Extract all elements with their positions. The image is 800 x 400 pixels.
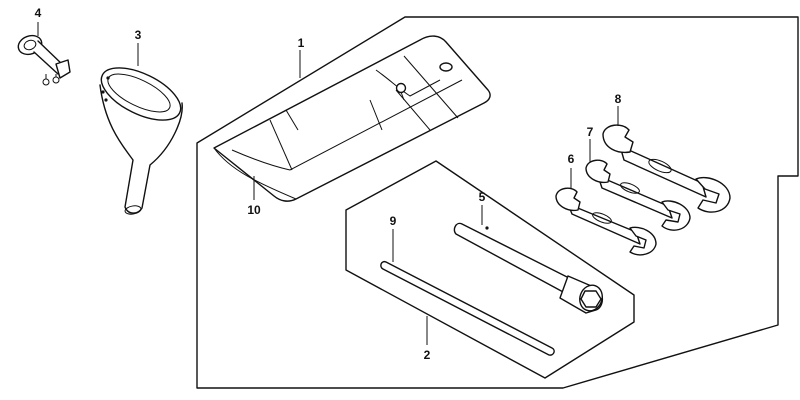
rod-part xyxy=(380,260,555,356)
callout-9: 9 xyxy=(390,214,397,228)
clip-part xyxy=(17,34,71,86)
callout-4: 4 xyxy=(35,6,42,20)
leader-lines xyxy=(37,22,619,345)
wrench-medium xyxy=(585,159,691,231)
callouts: 4 3 1 10 5 9 2 6 7 8 xyxy=(35,6,622,362)
subkit-outline xyxy=(345,160,635,379)
callout-8: 8 xyxy=(615,92,622,106)
callout-5: 5 xyxy=(479,190,486,204)
callout-6: 6 xyxy=(568,152,575,166)
callout-2: 2 xyxy=(424,348,431,362)
funnel-part xyxy=(99,67,183,215)
callout-7: 7 xyxy=(587,125,594,139)
wrench-small xyxy=(555,187,657,256)
callout-1: 1 xyxy=(298,36,305,50)
socket-part xyxy=(453,222,604,314)
callout-10: 10 xyxy=(247,203,261,217)
tool-pouch xyxy=(213,35,491,202)
callout-3: 3 xyxy=(135,28,142,42)
wrench-large xyxy=(602,124,731,213)
